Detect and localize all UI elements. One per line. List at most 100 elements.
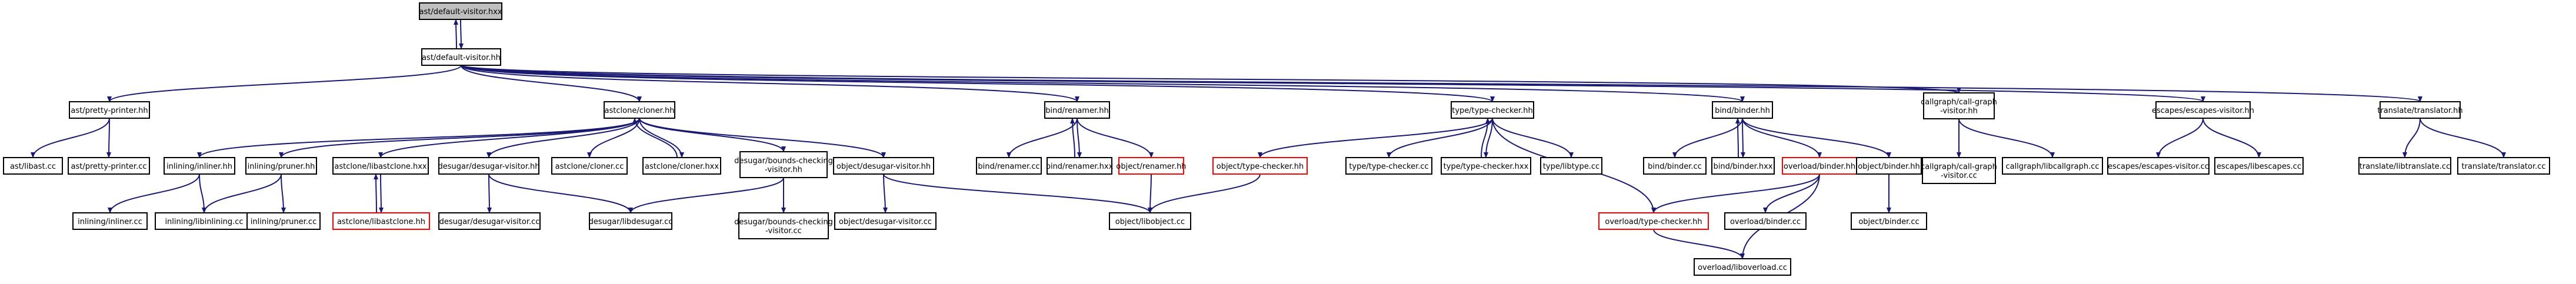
- node-escapes-escapes-visitor-cc[interactable]: escapes/escapes-visitor.cc: [2107, 157, 2210, 175]
- edge-astclone-cloner-hh-to-inlining-pruner-hh: [279, 118, 640, 158]
- node-bind-renamer-hxx[interactable]: bind/renamer.hxx: [1046, 157, 1114, 175]
- node-box: [332, 157, 429, 175]
- node-object-desugar-visitor-cc[interactable]: object/desugar-visitor.cc: [834, 212, 937, 230]
- node-label: callgraph/call-graph: [1921, 98, 1997, 107]
- node-desugar-libdesugar-cc[interactable]: desugar/libdesugar.cc: [589, 212, 673, 230]
- node-label: bind/binder.hh: [1715, 106, 1770, 115]
- node-object-libobject-cc[interactable]: object/libobject.cc: [1109, 212, 1191, 230]
- node-translate-libtranslate-cc[interactable]: translate/libtranslate.cc: [2358, 157, 2451, 175]
- edge-line: [279, 118, 640, 158]
- node-type-libtype-cc[interactable]: type/libtype.cc: [1540, 157, 1602, 175]
- node-ast-pretty-printer-hh[interactable]: ast/pretty-printer.hh: [69, 101, 150, 119]
- edge-astclone-cloner-hh-to-inlining-inliner-hh: [197, 118, 640, 158]
- node-overload-liboverload-cc[interactable]: overload/liboverload.cc: [1694, 258, 1791, 276]
- node-box: [1441, 157, 1531, 175]
- node-bind-renamer-hh[interactable]: bind/renamer.hh: [1044, 101, 1110, 119]
- node-label: translate/translator.hh: [2377, 106, 2462, 115]
- edge-line: [1742, 118, 1891, 158]
- node-object-type-checker-hh[interactable]: object/type-checker.hh: [1212, 157, 1308, 175]
- node-desugar-desugar-visitor-cc[interactable]: desugar/desugar-visitor.cc: [438, 212, 541, 230]
- node-desugar-desugar-visitor-hh[interactable]: desugar/desugar-visitor.hh: [438, 157, 540, 175]
- node-ast-default-visitor-hxx[interactable]: ast/default-visitor.hxx: [419, 2, 502, 20]
- node-bind-binder-hh[interactable]: bind/binder.hh: [1712, 101, 1773, 119]
- edge-inlining-inliner-hh-to-inlining-libinlining-cc: [199, 173, 206, 213]
- edge-overload-binder-hh-to-overload-binder-cc: [1763, 173, 1820, 213]
- node-inlining-libinlining-cc[interactable]: inlining/libinlining.cc: [155, 212, 254, 230]
- edge-astclone-cloner-hh-to-astclone-libastclone-hxx: [378, 118, 640, 158]
- edge-line: [2420, 118, 2506, 158]
- node-label: bind/binder.hxx: [1714, 162, 1773, 171]
- node-callgraph-libcallgraph-cc[interactable]: callgraph/libcallgraph.cc: [2002, 157, 2103, 175]
- node-astclone-libastclone-hxx[interactable]: astclone/libastclone.hxx: [332, 157, 429, 175]
- node-ast-pretty-printer-cc[interactable]: ast/pretty-printer.cc: [68, 157, 150, 175]
- edge-line: [461, 65, 1079, 102]
- node-object-desugar-visitor-hh[interactable]: object/desugar-visitor.hh: [833, 157, 934, 175]
- edge-line: [587, 118, 640, 158]
- node-label: inlining/libinlining.cc: [165, 218, 243, 226]
- node-ast-libast-cc[interactable]: ast/libast.cc: [3, 157, 63, 175]
- node-box: [1044, 101, 1110, 119]
- edge-line: [1148, 173, 1261, 213]
- node-label: bind/renamer.hh: [1045, 106, 1108, 115]
- edge-line: [461, 65, 2422, 102]
- node-box: [2358, 157, 2451, 175]
- edge-line: [1481, 118, 1490, 158]
- edge-line: [488, 173, 633, 213]
- node-overload-binder-cc[interactable]: overload/binder.cc: [1724, 212, 1807, 230]
- node-object-binder-hh[interactable]: object/binder.hh: [1856, 157, 1922, 175]
- node-inlining-inliner-hh[interactable]: inlining/inliner.hh: [164, 157, 235, 175]
- node-box: [1109, 212, 1191, 230]
- edge-line: [1077, 118, 1154, 158]
- node-box: [2155, 101, 2251, 119]
- node-inlining-inliner-cc[interactable]: inlining/inliner.cc: [72, 212, 148, 230]
- node-type-type-checker-hxx[interactable]: type/type-checker.hxx: [1441, 157, 1531, 175]
- node-astclone-cloner-cc[interactable]: astclone/cloner.cc: [551, 157, 628, 175]
- node-escapes-escapes-visitor-hh[interactable]: escapes/escapes-visitor.hh: [2152, 101, 2254, 119]
- node-bind-binder-hxx[interactable]: bind/binder.hxx: [1711, 157, 1775, 175]
- node-box: [551, 157, 628, 175]
- node-box: [2107, 157, 2210, 175]
- edge-object-type-checker-hh-to-object-libobject-cc: [1148, 173, 1261, 213]
- edge-bind-binder-hh-to-bind-binder-cc: [1672, 118, 1743, 158]
- node-object-renamer-hh[interactable]: object/renamer.hh: [1116, 157, 1187, 175]
- node-type-type-checker-cc[interactable]: type/type-checker.cc: [1345, 157, 1432, 175]
- node-label: -visitor.cc: [765, 227, 802, 236]
- node-escapes-libescapes-cc[interactable]: escapes/libescapes.cc: [2214, 157, 2304, 175]
- node-astclone-libastclone-hh[interactable]: astclone/libastclone.hh: [332, 212, 430, 230]
- node-overload-type-checker-hh[interactable]: overload/type-checker.hh: [1598, 212, 1709, 230]
- edge-line: [199, 173, 206, 213]
- node-overload-binder-hh[interactable]: overload/binder.hh: [1782, 157, 1857, 175]
- edge-line: [1740, 118, 1745, 158]
- node-label: desugar/bounds-checking: [734, 218, 833, 227]
- node-inlining-pruner-hh[interactable]: inlining/pruner.hh: [245, 157, 317, 175]
- node-label: overload/liboverload.cc: [1698, 263, 1787, 272]
- node-box: [419, 2, 502, 20]
- node-type-type-checker-hh[interactable]: type/type-checker.hh: [1451, 101, 1534, 119]
- node-astclone-cloner-hxx[interactable]: astclone/cloner.hxx: [642, 157, 721, 175]
- node-translate-translator-cc[interactable]: translate/translator.cc: [2457, 157, 2550, 175]
- node-inlining-pruner-cc[interactable]: inlining/pruner.cc: [246, 212, 321, 230]
- node-callgraph-call-graph-visitor-cc[interactable]: callgraph/call-graph-visitor.cc: [1921, 157, 1997, 184]
- node-ast-default-visitor-hh[interactable]: ast/default-visitor.hh: [421, 48, 501, 66]
- edge-line: [461, 65, 642, 102]
- node-desugar-bounds-checking-visitor-cc[interactable]: desugar/bounds-checking-visitor.cc: [734, 212, 833, 239]
- node-box: [3, 157, 63, 175]
- node-label: type/type-checker.hxx: [1444, 162, 1529, 171]
- node-bind-binder-cc[interactable]: bind/binder.cc: [1643, 157, 1707, 175]
- node-label: bind/renamer.hxx: [1046, 162, 1114, 171]
- edge-ast-default-visitor-hh-to-bind-binder-hh: [461, 65, 1745, 102]
- node-translate-translator-hh[interactable]: translate/translator.hh: [2377, 101, 2463, 119]
- edge-object-desugar-visitor-hh-to-object-desugar-visitor-cc: [882, 173, 888, 213]
- edge-overload-type-checker-hh-to-overload-liboverload-cc: [1653, 229, 1745, 259]
- node-desugar-bounds-checking-visitor-hh[interactable]: desugar/bounds-checking-visitor.hh: [734, 151, 833, 178]
- node-box: [1694, 258, 1791, 276]
- edge-type-type-checker-hh-to-object-type-checker-hh: [1258, 118, 1493, 158]
- node-box: [1856, 157, 1922, 175]
- edge-line: [2156, 118, 2204, 158]
- node-astclone-cloner-hh[interactable]: astclone/cloner.hh: [604, 101, 675, 119]
- node-object-binder-cc[interactable]: object/binder.cc: [1851, 212, 1927, 230]
- node-bind-renamer-cc[interactable]: bind/renamer.cc: [976, 157, 1042, 175]
- node-label: object/renamer.hh: [1116, 162, 1186, 171]
- node-label: overload/binder.hh: [1784, 162, 1855, 171]
- node-callgraph-call-graph-visitor-hh[interactable]: callgraph/call-graph-visitor.hh: [1921, 92, 1997, 119]
